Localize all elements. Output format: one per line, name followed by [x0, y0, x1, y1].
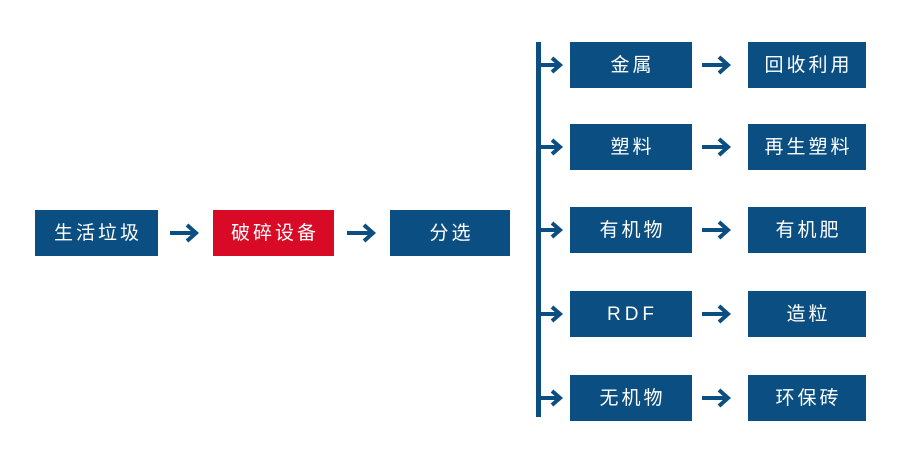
node-branch-product-4[interactable]: 造粒	[748, 291, 866, 337]
arrow-trunk-to-rdf	[538, 301, 568, 327]
node-domestic-waste[interactable]: 生活垃圾	[35, 210, 158, 256]
arrow-organic-to-fertilizer	[700, 215, 736, 245]
node-crushing-equipment[interactable]: 破碎设备	[213, 210, 334, 256]
node-sorting[interactable]: 分选	[390, 210, 510, 256]
node-branch-material-3[interactable]: 有机物	[570, 207, 692, 253]
arrow-inorganic-to-eco-brick	[700, 383, 736, 413]
node-branch-material-1[interactable]: 金属	[570, 42, 692, 88]
arrow-trunk-to-inorganic	[538, 385, 568, 411]
node-branch-product-5[interactable]: 环保砖	[748, 375, 866, 421]
node-branch-material-5[interactable]: 无机物	[570, 375, 692, 421]
arrow-trunk-to-metal	[538, 52, 568, 78]
arrow-plastic-to-recycled-plastic	[700, 132, 736, 162]
arrow-metal-to-recycle	[700, 50, 736, 80]
arrow-crusher-to-sorting	[345, 218, 381, 248]
node-branch-product-2[interactable]: 再生塑料	[748, 124, 866, 170]
arrow-trunk-to-organic	[538, 217, 568, 243]
node-branch-material-4[interactable]: RDF	[570, 291, 692, 337]
node-branch-material-2[interactable]: 塑料	[570, 124, 692, 170]
arrow-waste-to-crusher	[168, 218, 204, 248]
arrow-rdf-to-pelletizing	[700, 299, 736, 329]
node-branch-product-1[interactable]: 回收利用	[748, 42, 866, 88]
arrow-trunk-to-plastic	[538, 134, 568, 160]
node-branch-product-3[interactable]: 有机肥	[748, 207, 866, 253]
